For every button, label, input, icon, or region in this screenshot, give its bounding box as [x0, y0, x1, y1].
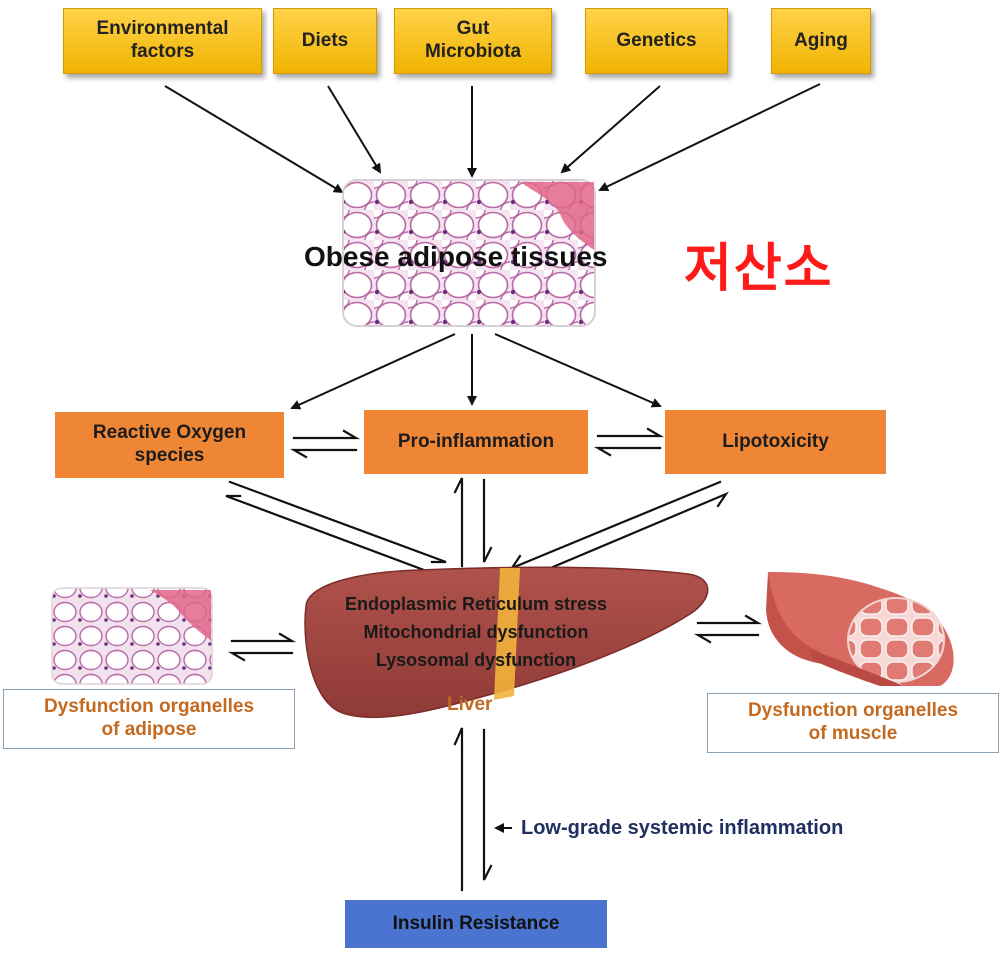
arrow-to-ros	[290, 333, 456, 410]
cause-label: Diets	[301, 29, 349, 51]
liver-lysosomal-dysfunction: Lysosomal dysfunction	[375, 650, 577, 670]
hypoxia-annotation: 저산소	[684, 239, 834, 299]
equilibrium-arrows	[227, 427, 763, 662]
dysfunction-label: of adipose	[101, 719, 197, 740]
cause-label: Gut	[456, 18, 490, 40]
arrow-environmental	[164, 85, 344, 194]
liver-image	[304, 566, 709, 719]
cause-label: Microbiota	[424, 41, 522, 62]
cause-aging: Aging	[771, 8, 871, 74]
adipose-dysfunction-box: Dysfunction organelles of adipose	[3, 689, 295, 749]
dysfunction-label: Dysfunction organelles	[43, 696, 255, 718]
adipose-arrows	[290, 333, 662, 410]
cause-label: factors	[130, 41, 195, 62]
eq-liver-insulin	[453, 727, 493, 892]
eq-inflammation-lipotoxicity	[593, 427, 665, 457]
liver-label: Liver	[447, 694, 493, 715]
cause-environmental-factors: Environmental factors	[63, 8, 262, 74]
eq-inflammation-liver	[453, 477, 493, 568]
dysfunction-label: of muscle	[808, 723, 898, 744]
cause-label: Genetics	[616, 29, 697, 51]
mediator-label: species	[134, 445, 205, 466]
eq-adipose-liver	[227, 632, 297, 662]
cause-gut-microbiota: Gut Microbiota	[394, 8, 552, 74]
eq-ros-liver	[225, 480, 447, 578]
insulin-resistance-box: Insulin Resistance	[345, 900, 607, 948]
muscle-dysfunction-box: Dysfunction organelles of muscle	[707, 693, 999, 753]
mediator-label: Lipotoxicity	[722, 430, 829, 452]
cause-label: Aging	[794, 29, 848, 51]
mediator-label: Pro-inflammation	[397, 430, 555, 452]
systemic-inflammation-label: Low-grade systemic inflammation	[521, 817, 844, 839]
arrow-genetics	[560, 85, 661, 174]
arrow-aging	[598, 83, 821, 192]
mediator-label: Reactive Oxygen	[92, 422, 247, 444]
adipose-tissue-image	[342, 179, 596, 327]
eq-lipotoxicity-liver	[509, 480, 729, 582]
cause-label: Environmental	[96, 18, 229, 40]
outcome-label: Insulin Resistance	[392, 912, 560, 934]
mediator-lipotoxicity: Lipotoxicity	[665, 410, 886, 474]
adipose-title: Obese adipose tissues	[304, 241, 608, 272]
dysfunction-label: Dysfunction organelles	[747, 700, 959, 722]
cause-genetics: Genetics	[585, 8, 728, 74]
liver-mitochondrial-dysfunction: Mitochondrial dysfunction	[363, 622, 589, 642]
mediator-pro-inflammation: Pro-inflammation	[364, 410, 588, 474]
arrow-diets	[327, 85, 382, 174]
adipose-organelle-image	[51, 587, 213, 685]
cause-diets: Diets	[273, 8, 377, 74]
cause-arrows	[164, 83, 821, 194]
eq-liver-muscle	[693, 614, 763, 644]
liver-er-stress: Endoplasmic Reticulum stress	[344, 594, 608, 614]
arrow-to-lipotoxicity	[494, 333, 662, 408]
muscle-image	[766, 572, 954, 686]
mediator-reactive-oxygen-species: Reactive Oxygen species	[55, 412, 284, 478]
eq-ros-inflammation	[289, 429, 361, 459]
